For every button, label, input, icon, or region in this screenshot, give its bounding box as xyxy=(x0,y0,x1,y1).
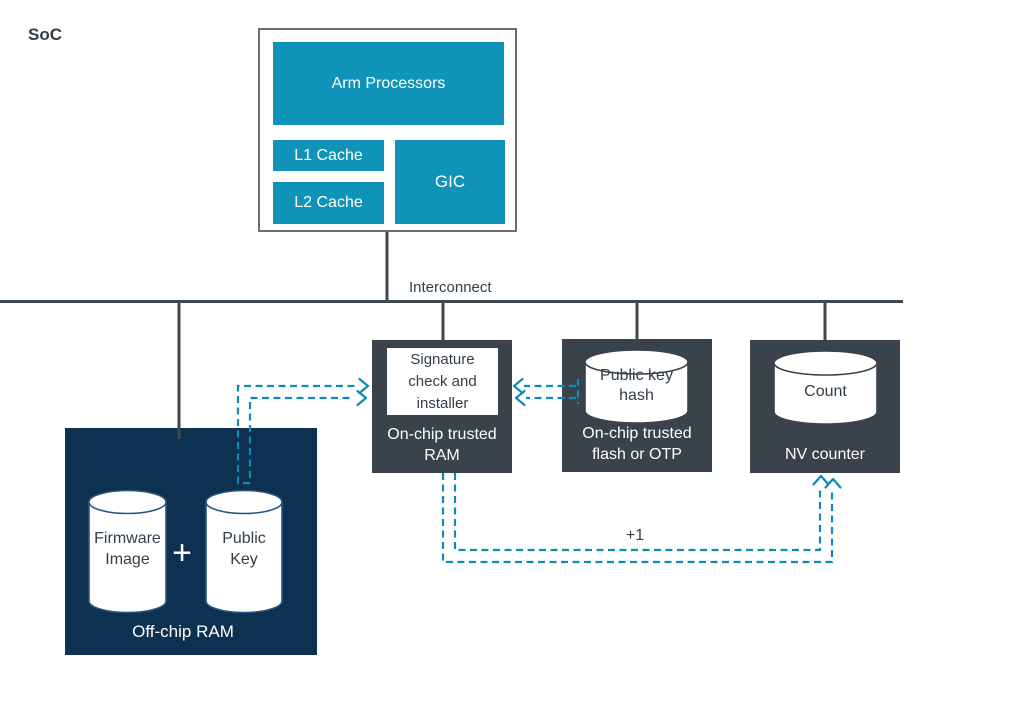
count-label: Count xyxy=(804,383,847,400)
arrowhead-up-icon xyxy=(812,474,830,486)
l1-cache-box: L1 Cache xyxy=(273,140,384,171)
cpu-cluster-box: Arm Processors L1 Cache L2 Cache GIC xyxy=(258,28,517,232)
l1-cache-label: L1 Cache xyxy=(294,146,363,164)
arrowhead-right-icon xyxy=(356,389,368,407)
public-key-hash-label: Public key hash xyxy=(600,367,673,404)
l2-cache-box: L2 Cache xyxy=(273,182,384,224)
arrowhead-left-icon xyxy=(512,377,524,395)
ram-to-nvcounter-outer-line xyxy=(441,473,834,564)
arm-processors-box: Arm Processors xyxy=(273,42,504,125)
arrowhead-left-icon xyxy=(514,389,526,407)
trusted-flash-title: On-chip trusted flash or OTP xyxy=(582,425,692,463)
arrowhead-up-icon xyxy=(824,477,842,489)
plus-one-annotation: +1 xyxy=(625,527,645,544)
off-chip-ram-title: Off-chip RAM xyxy=(132,622,234,641)
trusted-ram-title: On-chip trusted RAM xyxy=(387,426,497,464)
arm-processors-label: Arm Processors xyxy=(331,74,446,92)
soc-title: SoC xyxy=(28,25,62,44)
public-key-label: Public Key xyxy=(222,530,266,568)
arrowhead-right-icon xyxy=(358,377,370,395)
nv-counter-title: NV counter xyxy=(784,446,866,463)
plus-sign: + xyxy=(172,533,192,572)
gic-box: GIC xyxy=(395,140,505,224)
signature-check-installer-box: Signature check and installer xyxy=(387,348,498,415)
firmware-image-label: Firmware Image xyxy=(94,530,161,568)
gic-label: GIC xyxy=(434,172,466,191)
interconnect-label: Interconnect xyxy=(409,279,492,296)
l2-cache-label: L2 Cache xyxy=(294,194,363,211)
